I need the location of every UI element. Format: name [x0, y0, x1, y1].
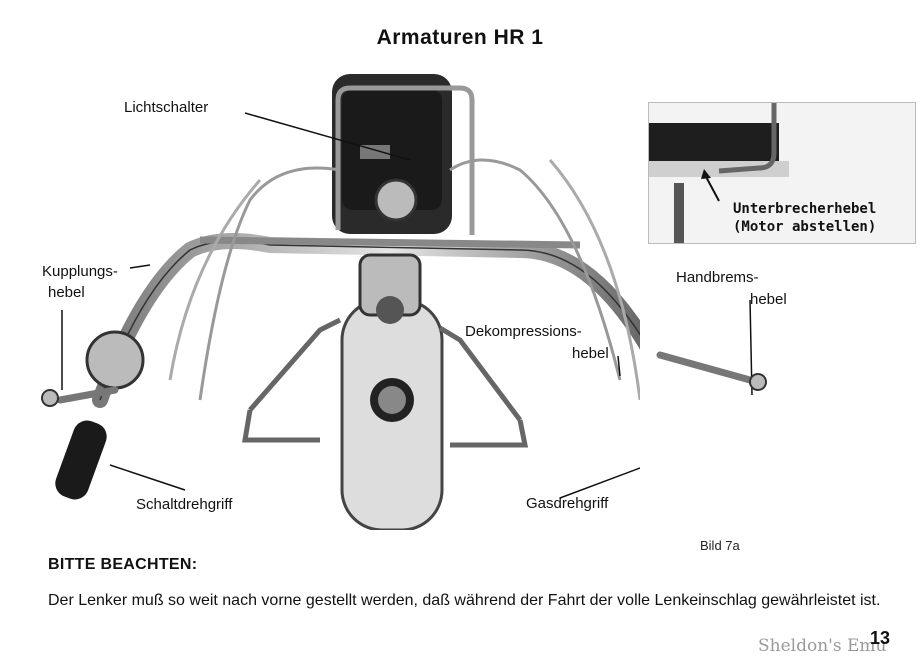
figure-caption: Bild 7a	[700, 538, 740, 553]
label-dekompression-1: Dekompressions-	[465, 323, 582, 340]
inset-photo: Unterbrecherhebel (Motor abstellen)	[648, 102, 916, 244]
inset-label-2: (Motor abstellen)	[733, 219, 877, 235]
page-title: Armaturen HR 1	[376, 26, 544, 49]
label-handbrems-1: Handbrems-	[676, 269, 759, 286]
notice-heading: BITTE BEACHTEN:	[48, 556, 198, 573]
label-gasdrehgriff: Gasdrehgriff	[526, 495, 609, 512]
notice-text: Der Lenker muß so weit nach vorne gestel…	[48, 592, 881, 609]
watermark: Sheldon's Emu	[758, 636, 887, 656]
label-lichtschalter: Lichtschalter	[124, 99, 209, 116]
label-schaltdrehgriff: Schaltdrehgriff	[136, 496, 233, 513]
inset-illustration	[649, 103, 789, 243]
handlebar-photo	[20, 60, 640, 530]
inset-label-1: Unterbrecherhebel	[733, 201, 877, 217]
label-kupplung-1: Kupplungs-	[42, 263, 118, 280]
label-kupplung-2: hebel	[48, 284, 85, 301]
page-number: 13	[870, 628, 891, 648]
label-dekompression-2: hebel	[572, 345, 609, 362]
label-handbrems-2: hebel	[750, 291, 787, 308]
brake-lever-detail	[656, 300, 767, 396]
